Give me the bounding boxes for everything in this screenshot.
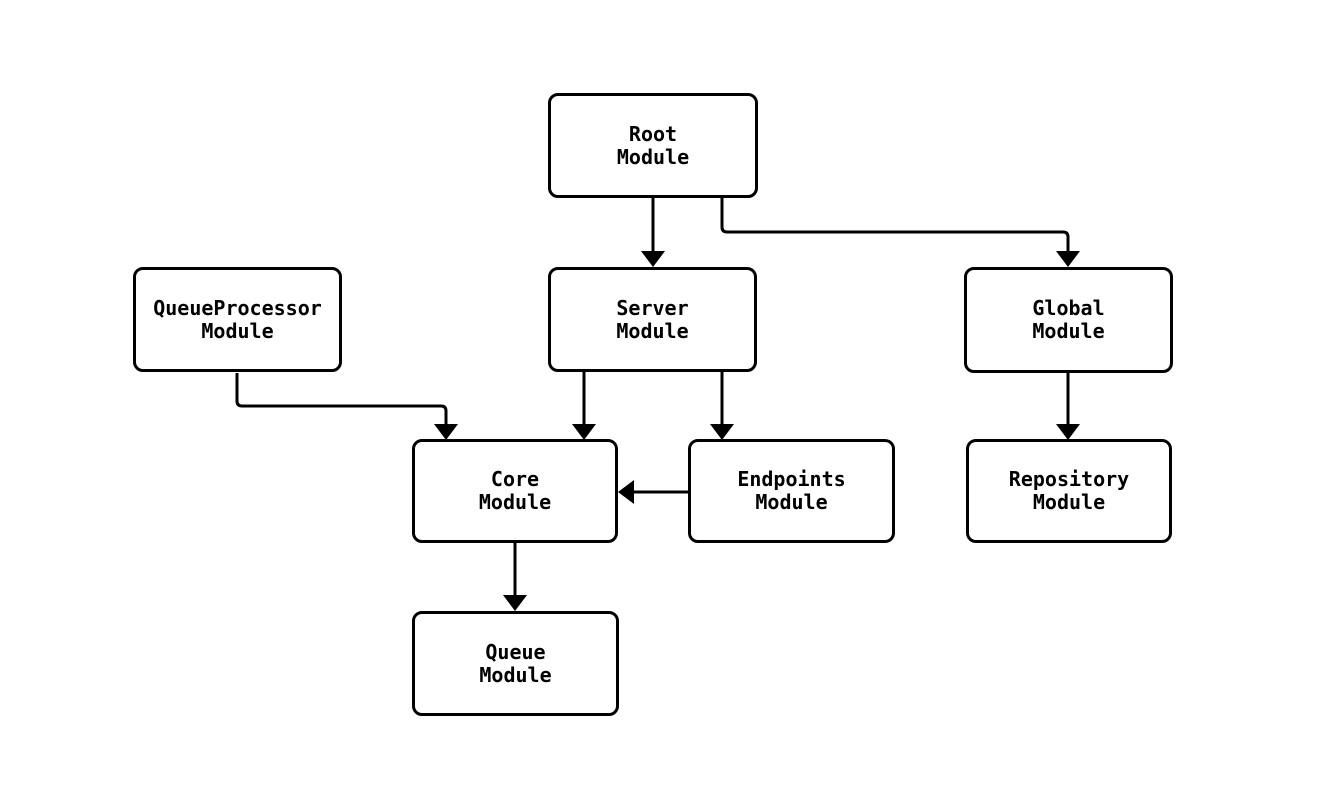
node-label-line1: Endpoints bbox=[737, 467, 846, 491]
node-label-line1: Global bbox=[1032, 296, 1105, 320]
node-label-line1: Root bbox=[628, 121, 678, 146]
node-label-line2: Module bbox=[479, 662, 552, 687]
node-queue-module: Queue Module bbox=[412, 611, 619, 716]
node-repository-module: Repository Module bbox=[966, 439, 1172, 543]
node-label-line2: Module bbox=[755, 490, 828, 514]
node-root-module: Root Module bbox=[548, 93, 758, 198]
node-core-module: Core Module bbox=[412, 439, 618, 543]
node-endpoints-module: Endpoints Module bbox=[688, 439, 895, 543]
edge-endpoints-to-core bbox=[618, 480, 688, 504]
node-global-module: Global Module bbox=[964, 267, 1173, 373]
node-label-line1: Server bbox=[616, 295, 689, 320]
edge-core-to-queue bbox=[503, 543, 527, 611]
node-label-line2: Module bbox=[616, 318, 689, 343]
edge-server-to-core bbox=[572, 372, 596, 440]
node-label-line1: Core bbox=[490, 467, 540, 491]
edge-root-to-global bbox=[720, 198, 1080, 267]
node-label-line2: Module bbox=[1032, 319, 1105, 343]
node-label-line2: Module bbox=[1032, 490, 1106, 514]
node-queueprocessor-module: QueueProcessor Module bbox=[133, 267, 342, 372]
edge-queueprocessor-to-core bbox=[235, 373, 458, 440]
edge-server-to-endpoints bbox=[710, 372, 734, 440]
edge-global-to-repository bbox=[1056, 373, 1080, 440]
edge-root-to-server bbox=[641, 198, 665, 267]
node-label-line2: Module bbox=[201, 318, 274, 343]
node-label-line1: Repository bbox=[1008, 467, 1130, 491]
node-label-line1: Queue bbox=[485, 639, 546, 664]
node-label-line1: QueueProcessor bbox=[153, 295, 322, 320]
node-label-line2: Module bbox=[478, 490, 552, 514]
node-server-module: Server Module bbox=[548, 267, 757, 372]
node-label-line2: Module bbox=[616, 144, 690, 169]
